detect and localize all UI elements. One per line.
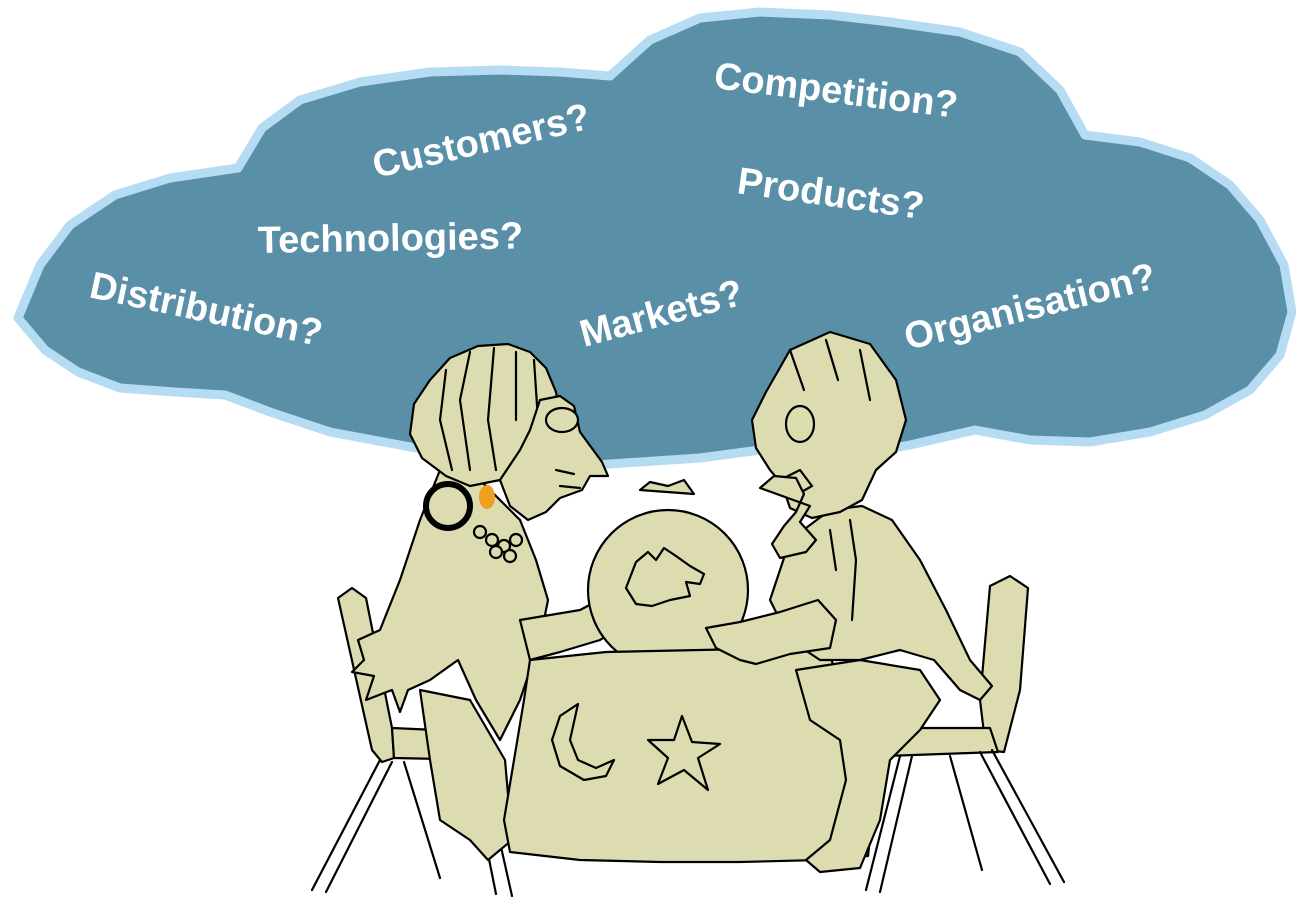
client-figure [704, 330, 994, 874]
thought-cloud-shape [13, 7, 1296, 471]
word-technologies: Technologies? [257, 215, 523, 262]
orange-earring [479, 485, 495, 509]
hoop-earring [423, 481, 473, 531]
moon-symbol [550, 702, 616, 782]
thought-cloud [13, 7, 1296, 471]
bead-necklace [472, 524, 524, 564]
star-symbol [646, 714, 722, 792]
table [502, 646, 874, 864]
